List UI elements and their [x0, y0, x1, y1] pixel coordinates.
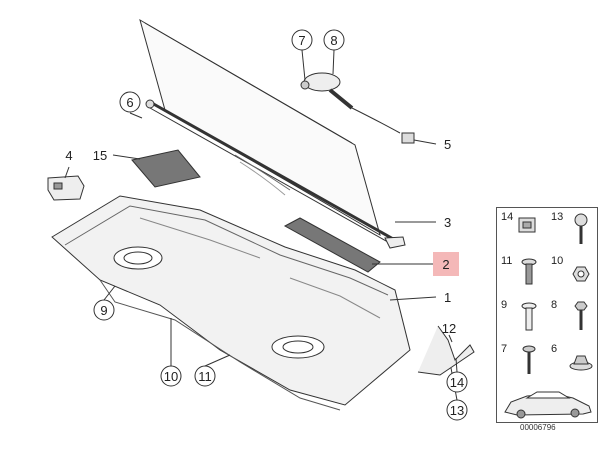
hex-bolt-icon: [574, 301, 588, 330]
callout-10: 10: [164, 369, 178, 384]
callout-6: 6: [126, 95, 133, 110]
speaker-grille-small: [131, 149, 201, 188]
mounting-strap-part: [417, 325, 475, 376]
callout-7: 7: [298, 33, 305, 48]
legend-cell-8: 8: [547, 296, 597, 340]
callout-9: 9: [100, 303, 107, 318]
reference-number: 00006796: [520, 423, 556, 432]
callout-12: 12: [442, 321, 456, 336]
legend-cell-13: 13: [547, 208, 597, 252]
bracket-part: [47, 175, 85, 201]
callout-8: 8: [330, 33, 337, 48]
leader-lines: [64, 49, 458, 401]
callout-14: 14: [450, 375, 464, 390]
legend-label: 6: [551, 343, 558, 355]
legend-label: 13: [551, 211, 564, 223]
callout-4: 4: [65, 148, 72, 163]
plastic-rivet-icon: [521, 302, 537, 331]
callout-2: 2: [442, 257, 449, 272]
clip-nut-icon: [518, 217, 536, 233]
blind-handle-part: [300, 72, 415, 144]
speaker-grille-long: [283, 217, 381, 273]
legend-label: 8: [551, 299, 558, 311]
flange-nut-icon: [569, 355, 593, 371]
callout-5: 5: [444, 137, 451, 152]
callout-1: 1: [444, 290, 451, 305]
legend-label: 9: [501, 299, 508, 311]
legend-label: 7: [501, 343, 508, 355]
callout-2-highlight: [433, 252, 459, 276]
fillister-screw-icon: [522, 345, 536, 374]
fastener-legend: 14 13 11 10 9 8: [496, 207, 598, 423]
callout-11: 11: [198, 369, 212, 384]
legend-cell-10: 10: [547, 252, 597, 296]
rear-shelf-panel: [51, 195, 411, 411]
sedan-car-icon: [504, 391, 592, 419]
callout-15: 15: [93, 148, 107, 163]
legend-cell-14: 14: [497, 208, 547, 252]
legend-cell-6: 6: [547, 340, 597, 384]
callout-3: 3: [444, 215, 451, 230]
roller-blind-part: [139, 18, 406, 249]
legend-cell-7: 7: [497, 340, 547, 384]
screw-icon: [574, 213, 588, 244]
callout-13: 13: [450, 403, 464, 418]
callout-circles: [93, 29, 468, 421]
legend-label: 11: [501, 255, 513, 267]
expansion-rivet-icon: [521, 258, 537, 285]
hex-nut-icon: [572, 266, 590, 282]
legend-cell-9: 9: [497, 296, 547, 340]
legend-label: 10: [551, 255, 564, 267]
legend-label: 14: [501, 211, 514, 223]
legend-cell-11: 11: [497, 252, 547, 296]
